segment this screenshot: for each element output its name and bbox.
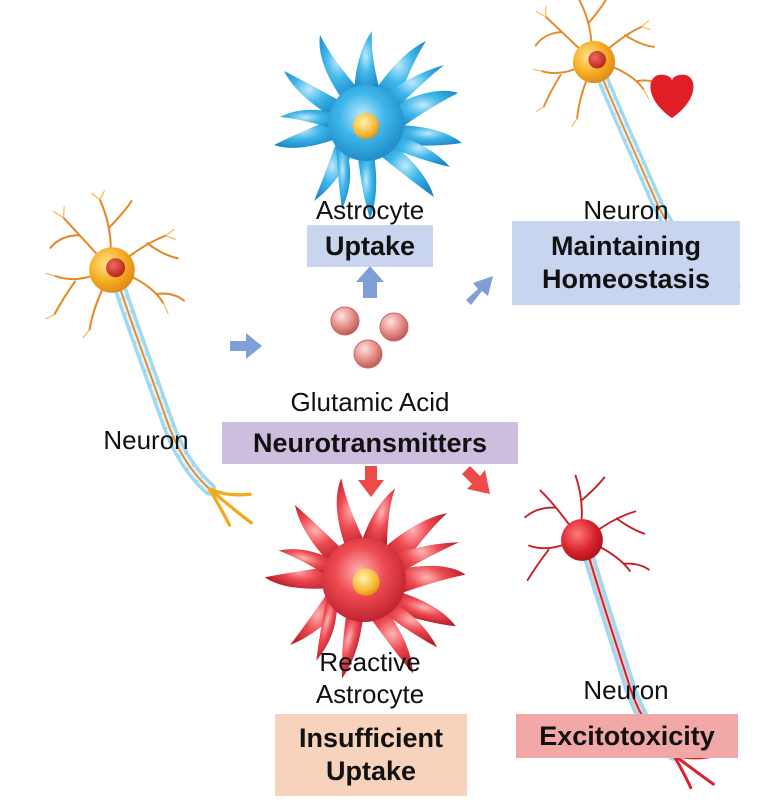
arrow-to-homeostasis: [466, 276, 493, 305]
source-neuron-illustration: [33, 179, 253, 542]
reactive-astrocyte-caption-line1: Reactive: [319, 647, 421, 677]
astrocyte-caption: Astrocyte: [315, 195, 425, 225]
healthy-neuron-caption: Neuron: [583, 195, 669, 225]
arrow-to-reactive-astrocyte: [358, 466, 384, 497]
glutamic-acid-caption: Glutamic Acid: [290, 387, 450, 417]
heart-icon: [650, 74, 694, 118]
reactive-astrocyte-caption-line2: Astrocyte: [315, 679, 425, 709]
arrow-to-excitotoxicity: [462, 466, 490, 494]
uptake-label: Uptake: [324, 230, 416, 261]
reactive-astrocyte-illustration: [244, 461, 487, 704]
excitotoxicity-box: Excitotoxicity: [516, 714, 738, 758]
homeostasis-label-line2: Homeostasis: [541, 264, 711, 294]
excitotoxicity-label: Excitotoxicity: [539, 720, 715, 751]
homeostasis-label-line1: Maintaining: [551, 231, 701, 261]
insufficient-uptake-label-line1: Insufficient: [298, 723, 443, 753]
glutamate-ball: [353, 339, 383, 369]
glutamate-ball: [330, 306, 360, 336]
glutamate-ball: [379, 312, 409, 342]
arrow-to-astrocyte-uptake: [356, 266, 384, 298]
homeostasis-box: Maintaining Homeostasis: [512, 221, 740, 305]
neurotransmitters-box: Neurotransmitters: [222, 422, 518, 464]
uptake-box: Uptake: [307, 225, 433, 267]
arrow-source-to-glutamate: [230, 333, 262, 359]
neurotransmitters-label: Neurotransmitters: [252, 427, 488, 458]
astrocyte-illustration: [274, 31, 462, 219]
damaged-neuron-caption: Neuron: [583, 675, 669, 705]
insufficient-uptake-label-line2: Uptake: [325, 756, 417, 786]
source-neuron-caption: Neuron: [103, 425, 189, 455]
insufficient-uptake-box: Insufficient Uptake: [275, 714, 467, 796]
glutamate-molecules: [330, 306, 409, 369]
